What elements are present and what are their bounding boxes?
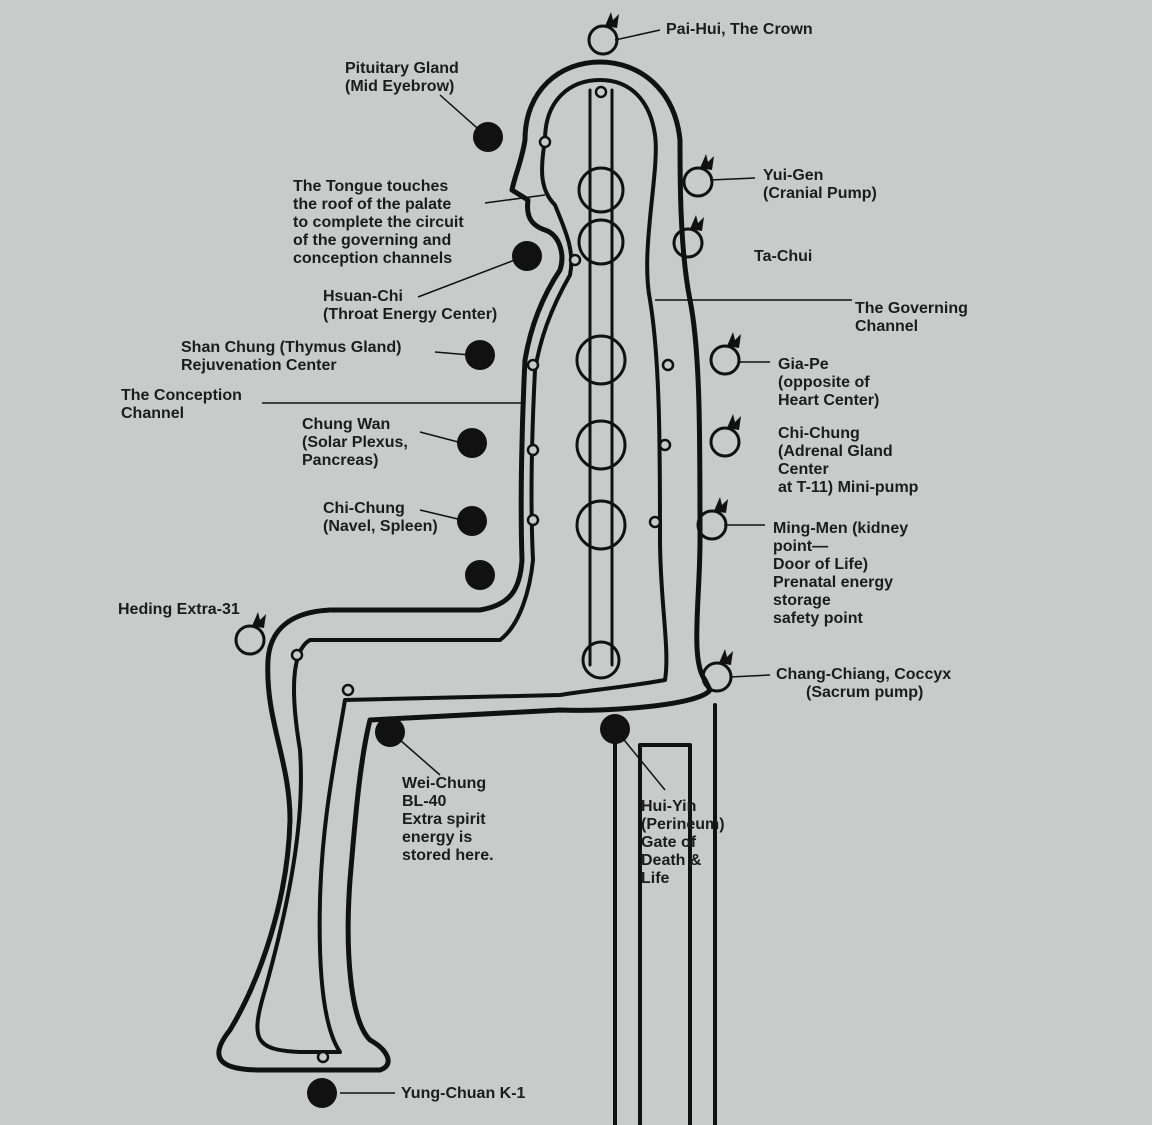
body-outline bbox=[216, 59, 713, 1073]
label-shan-chung: Shan Chung (Thymus Gland)Rejuvenation Ce… bbox=[181, 339, 402, 374]
label-pai-hui: Pai-Hui, The Crown bbox=[666, 21, 813, 38]
label-chung-wan: Chung Wan(Solar Plexus,Pancreas) bbox=[302, 416, 408, 469]
label-yui-gen: Yui-Gen(Cranial Pump) bbox=[763, 167, 877, 202]
label-chi-chung-navel: Chi-Chung(Navel, Spleen) bbox=[323, 500, 438, 535]
channel-path bbox=[255, 78, 669, 1054]
label-ta-chui: Ta-Chui bbox=[754, 248, 813, 265]
label-yung-chuan: Yung-Chuan K-1 bbox=[401, 1085, 526, 1102]
label-heding: Heding Extra-31 bbox=[118, 601, 240, 618]
energy-points bbox=[307, 122, 630, 1108]
label-chang-chiang: Chang-Chiang, Coccyx(Sacrum pump) bbox=[776, 666, 952, 701]
label-pituitary-gland: Pituitary Gland(Mid Eyebrow) bbox=[345, 60, 459, 95]
label-hsuan-chi: Hsuan-Chi(Throat Energy Center) bbox=[323, 288, 498, 323]
flame-points bbox=[234, 24, 741, 693]
stool bbox=[613, 703, 717, 1125]
